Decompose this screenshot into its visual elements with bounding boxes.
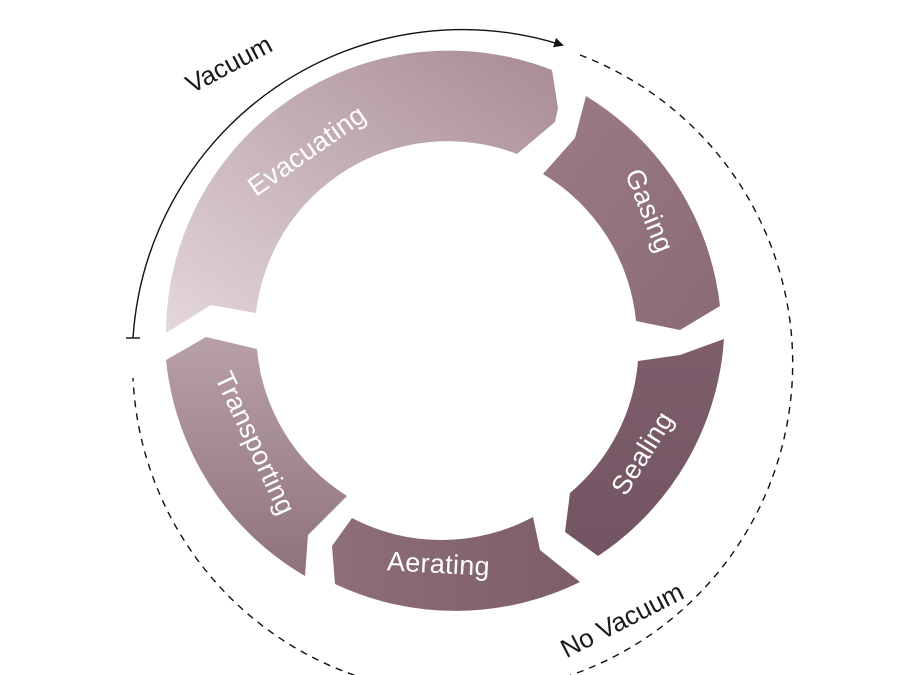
- cycle-segments: [166, 50, 724, 611]
- outer-phase-arcs: [126, 28, 794, 675]
- no-vacuum-arc: [132, 54, 794, 675]
- segment-gasing: [543, 96, 720, 330]
- segment-transporting: [166, 337, 347, 576]
- label-vacuum: Vacuum: [180, 29, 277, 99]
- segment-aerating: [332, 517, 580, 611]
- label-no-vacuum: No Vacuum: [555, 576, 688, 664]
- segment-evacuating: [166, 50, 558, 334]
- segment-sealing: [565, 339, 724, 556]
- vacuum-arc: [132, 28, 564, 339]
- label-aerating: Aerating: [386, 546, 490, 581]
